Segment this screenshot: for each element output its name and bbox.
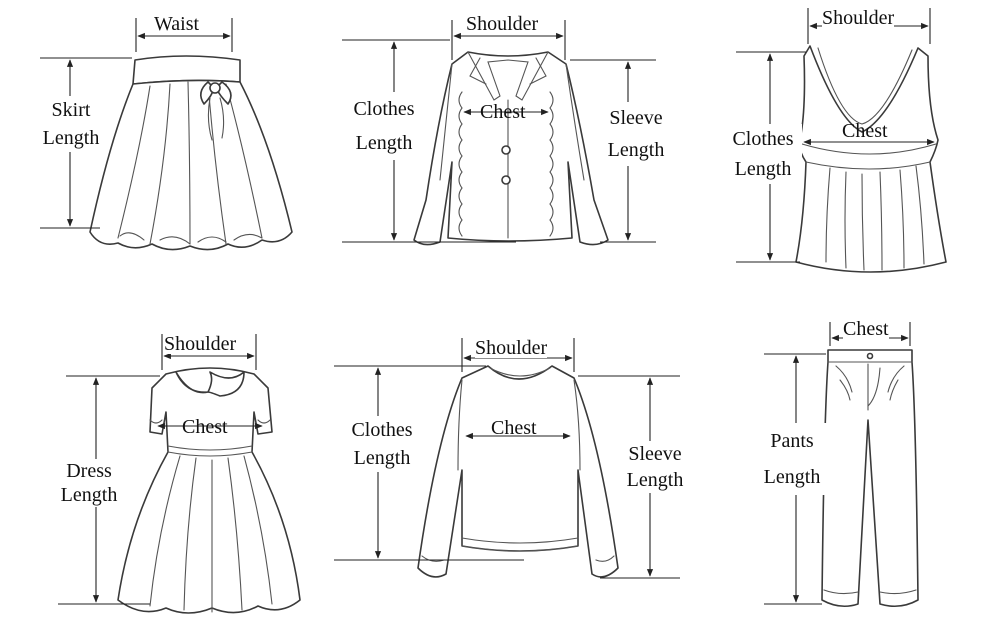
jacket-length-label-line1: Clothes — [353, 98, 415, 120]
skirt-waist-label: Waist — [154, 13, 200, 35]
jacket-chest-label: Chest — [480, 101, 526, 123]
tank-length-label: Clothes Length — [724, 124, 802, 184]
pants-length-label-line2: Length — [763, 466, 821, 488]
sweater-length-label-line1: Clothes — [351, 419, 413, 441]
jacket-sleeve-label-line1: Sleeve — [609, 107, 663, 129]
dress-length-label: Dress Length — [52, 459, 126, 507]
dress-chest-label: Chest — [182, 416, 228, 438]
skirt-length-label: Skirt Length — [36, 96, 106, 152]
sweater-chest-label: Chest — [491, 417, 537, 439]
skirt-illustration — [89, 55, 293, 251]
sweater-illustration — [417, 365, 619, 578]
tank-chest-label: Chest — [842, 120, 888, 142]
tank-length-label-line1: Clothes — [732, 128, 794, 150]
jacket-shoulder-label: Shoulder — [466, 13, 539, 35]
pants-length-label-line1: Pants — [770, 430, 814, 452]
tank-length-label-line2: Length — [734, 158, 792, 180]
sweater-shoulder-label: Shoulder — [475, 337, 548, 359]
sweater-sleeve-label-line2: Length — [626, 469, 684, 491]
sweater-length-label: Clothes Length — [342, 416, 422, 472]
jacket-sleeve-label-line2: Length — [607, 139, 665, 161]
pants-illustration — [821, 349, 919, 608]
jacket-length-label-line2: Length — [355, 132, 413, 154]
jacket-length-label: Clothes Length — [344, 92, 424, 160]
sweater-sleeve-label: Sleeve Length — [616, 441, 694, 493]
sweater-length-label-line2: Length — [353, 447, 411, 469]
dress-length-label-line1: Dress — [66, 460, 112, 482]
skirt-length-label-line1: Skirt — [51, 99, 91, 121]
jacket-sleeve-label: Sleeve Length — [598, 102, 674, 166]
pants-length-label: Pants Length — [752, 423, 832, 495]
dress-illustration — [117, 367, 301, 614]
tank-top-illustration — [795, 45, 947, 273]
pants-chest-label: Chest — [843, 318, 889, 340]
tank-shoulder-label: Shoulder — [822, 7, 895, 29]
sweater-sleeve-label-line1: Sleeve — [628, 443, 682, 465]
skirt-guides — [40, 18, 233, 229]
dress-length-label-line2: Length — [60, 484, 118, 506]
dress-shoulder-label: Shoulder — [164, 333, 237, 355]
skirt-length-label-line2: Length — [42, 127, 100, 149]
jacket-illustration — [413, 51, 609, 246]
